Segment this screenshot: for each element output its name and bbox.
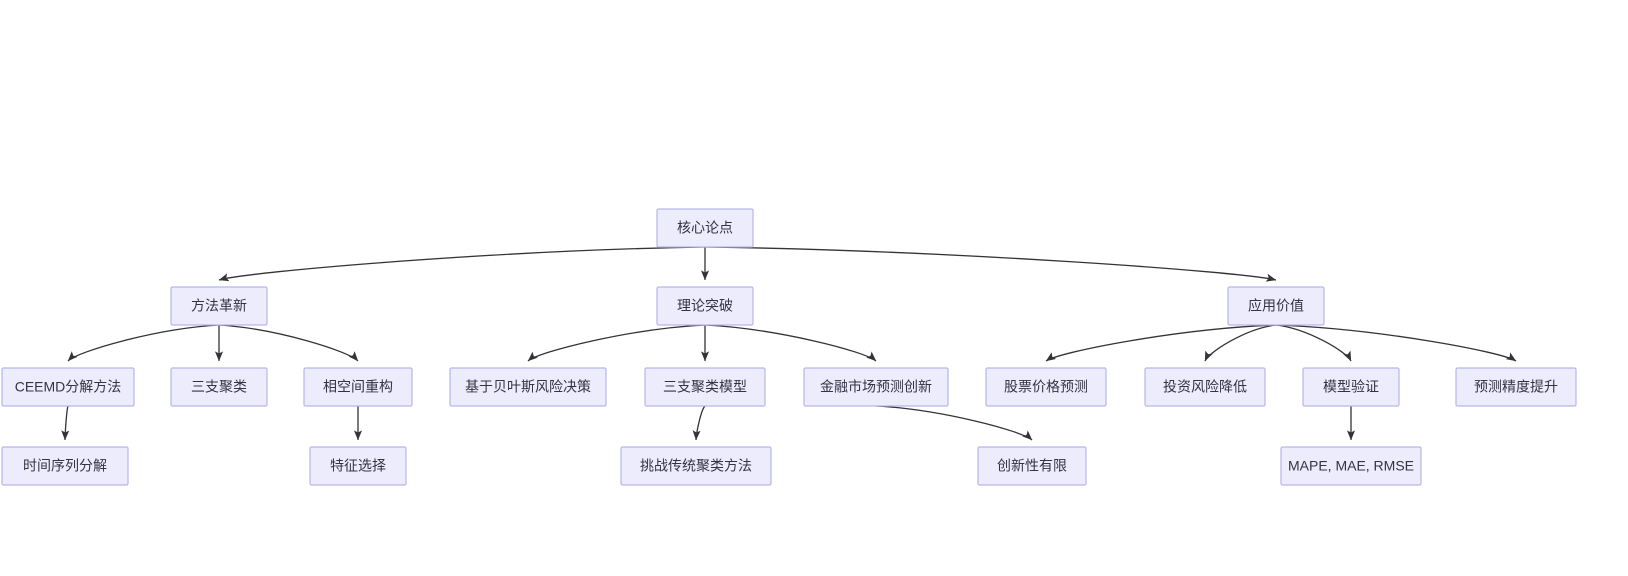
node-box-limited[interactable]: [977, 446, 1087, 486]
node-box-risk[interactable]: [1144, 367, 1266, 407]
node-box-validate[interactable]: [1302, 367, 1400, 407]
edge-method-to-ceemd: [67, 324, 220, 362]
node-metrics[interactable]: MAPE, MAE, RMSE: [1280, 446, 1422, 486]
edge-application-to-risk: [1204, 324, 1277, 362]
node-method[interactable]: 方法革新: [170, 286, 268, 326]
node-box-feature[interactable]: [309, 446, 407, 486]
node-label-feature: 特征选择: [330, 458, 386, 474]
node-feature[interactable]: 特征选择: [309, 446, 407, 486]
node-box-accuracy[interactable]: [1455, 367, 1577, 407]
node-label-method: 方法革新: [191, 298, 247, 314]
node-box-ceemd[interactable]: [1, 367, 135, 407]
edge-method-to-phase: [218, 324, 359, 362]
node-timeseries[interactable]: 时间序列分解: [1, 446, 129, 486]
node-label-challenge: 挑战传统聚类方法: [640, 458, 752, 474]
node-label-timeseries: 时间序列分解: [23, 458, 107, 474]
node-validate[interactable]: 模型验证: [1302, 367, 1400, 407]
node-phase[interactable]: 相空间重构: [303, 367, 413, 407]
node-threeway[interactable]: 三支聚类: [170, 367, 268, 407]
node-bayes[interactable]: 基于贝叶斯风险决策: [449, 367, 607, 407]
edge-root-to-application: [704, 246, 1277, 282]
node-label-phase: 相空间重构: [323, 379, 393, 395]
node-label-ceemd: CEEMD分解方法: [15, 379, 122, 395]
node-label-stock: 股票价格预测: [1004, 379, 1088, 395]
node-box-method[interactable]: [170, 286, 268, 326]
node-label-threeway: 三支聚类: [191, 379, 247, 395]
node-box-application[interactable]: [1227, 286, 1325, 326]
edge-theory-to-finance: [704, 324, 877, 362]
node-box-threemodel[interactable]: [644, 367, 766, 407]
node-box-stock[interactable]: [985, 367, 1107, 407]
edge-threemodel-to-challenge: [692, 405, 706, 441]
node-label-application: 应用价值: [1248, 298, 1304, 314]
node-label-validate: 模型验证: [1323, 379, 1379, 395]
node-limited[interactable]: 创新性有限: [977, 446, 1087, 486]
node-box-phase[interactable]: [303, 367, 413, 407]
node-box-root[interactable]: [656, 208, 754, 248]
node-label-root: 核心论点: [677, 220, 733, 236]
node-label-limited: 创新性有限: [997, 458, 1067, 474]
node-label-threemodel: 三支聚类模型: [663, 379, 747, 395]
node-box-threeway[interactable]: [170, 367, 268, 407]
edge-application-to-accuracy: [1275, 324, 1517, 362]
node-box-bayes[interactable]: [449, 367, 607, 407]
node-application[interactable]: 应用价值: [1227, 286, 1325, 326]
node-box-metrics[interactable]: [1280, 446, 1422, 486]
node-box-finance[interactable]: [803, 367, 949, 407]
node-box-challenge[interactable]: [620, 446, 772, 486]
node-root[interactable]: 核心论点: [656, 208, 754, 248]
node-label-finance: 金融市场预测创新: [820, 379, 932, 395]
edge-finance-to-limited: [875, 405, 1033, 441]
node-stock[interactable]: 股票价格预测: [985, 367, 1107, 407]
node-ceemd[interactable]: CEEMD分解方法: [1, 367, 135, 407]
node-accuracy[interactable]: 预测精度提升: [1455, 367, 1577, 407]
node-threemodel[interactable]: 三支聚类模型: [644, 367, 766, 407]
edge-application-to-validate: [1275, 324, 1352, 362]
node-challenge[interactable]: 挑战传统聚类方法: [620, 446, 772, 486]
node-box-timeseries[interactable]: [1, 446, 129, 486]
node-label-metrics: MAPE, MAE, RMSE: [1288, 458, 1414, 474]
node-finance[interactable]: 金融市场预测创新: [803, 367, 949, 407]
edge-ceemd-to-timeseries: [61, 405, 70, 441]
node-theory[interactable]: 理论突破: [656, 286, 754, 326]
node-label-bayes: 基于贝叶斯风险决策: [465, 379, 591, 395]
node-label-risk: 投资风险降低: [1163, 379, 1247, 395]
edge-application-to-stock: [1045, 324, 1277, 362]
node-label-theory: 理论突破: [677, 298, 733, 314]
edge-root-to-method: [218, 246, 706, 282]
node-label-accuracy: 预测精度提升: [1474, 379, 1558, 395]
edge-theory-to-bayes: [527, 324, 706, 362]
node-box-theory[interactable]: [656, 286, 754, 326]
node-risk[interactable]: 投资风险降低: [1144, 367, 1266, 407]
edge-layer: [61, 246, 1517, 441]
